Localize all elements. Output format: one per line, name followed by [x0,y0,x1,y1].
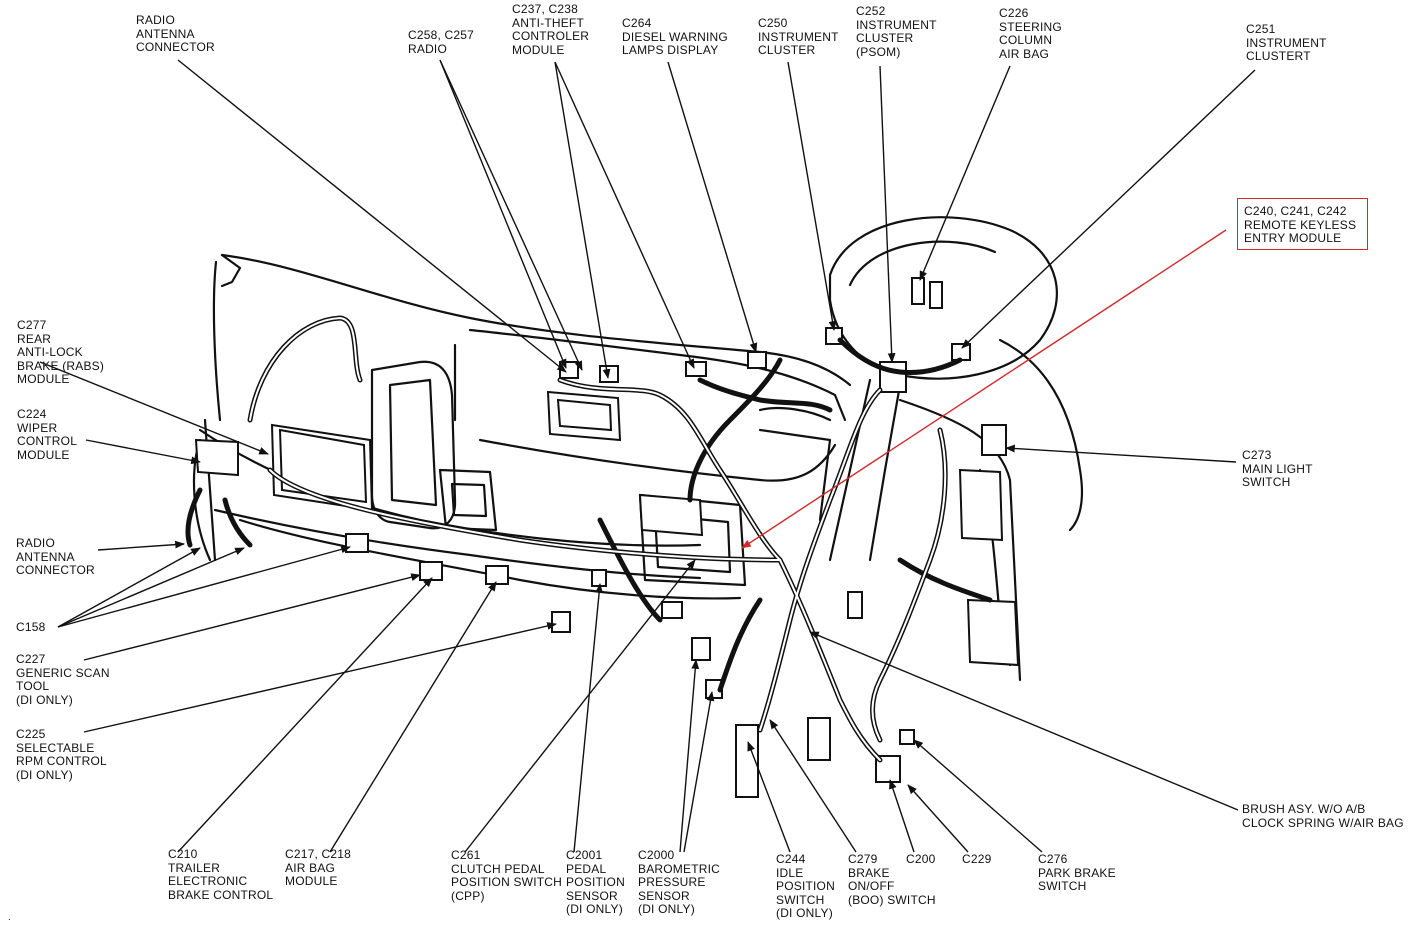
label-radio-antenna-top: RADIO ANTENNA CONNECTOR [136,13,215,54]
label-c210-trailer: C210 TRAILER ELECTRONIC BRAKE CONTROL [168,847,274,902]
label-c258-c257-radio: C258, C257 RADIO [408,28,475,56]
label-c2001-pedal-position: C2001 PEDAL POSITION SENSOR (DI ONLY) [566,848,625,916]
svg-text:.: . [8,912,11,923]
label-c229: C229 [962,852,992,866]
dashboard-outline [192,216,1084,682]
label-c158: C158 [16,620,46,634]
label-c277-rabs: C277 REAR ANTI-LOCK BRAKE (RABS) MODULE [17,318,105,386]
label-c244-idle-position: C244 IDLE POSITION SWITCH (DI ONLY) [776,852,835,920]
label-c226-steering-column: C226 STEERING COLUMN AIR BAG [999,6,1062,61]
label-radio-antenna-left: RADIO ANTENNA CONNECTOR [16,536,95,577]
label-c200: C200 [906,852,936,866]
leader-lines [39,59,1256,853]
label-c276-park-brake: C276 PARK BRAKE SWITCH [1038,852,1116,893]
label-c217-c218-air-bag: C217, C218 AIR BAG MODULE [285,847,352,888]
label-c227-scan-tool: C227 GENERIC SCAN TOOL (DI ONLY) [16,652,110,707]
wiring-harness-inner [249,316,947,761]
label-c250-instrument-cluster: C250 INSTRUMENT CLUSTER [758,16,839,57]
label-c279-brake-switch: C279 BRAKE ON/OFF (BOO) SWITCH [848,852,936,907]
highlight-box [1237,198,1368,250]
label-brush-assy: BRUSH ASY. W/O A/B CLOCK SPRING W/AIR BA… [1242,802,1404,830]
label-c224-wiper: C224 WIPER CONTROL MODULE [17,407,78,462]
label-c273-main-light: C273 MAIN LIGHT SWITCH [1242,448,1313,489]
label-c240-remote-keyless: C240, C241, C242 REMOTE KEYLESS ENTRY MO… [1244,204,1357,245]
label-c264-diesel-warning: C264 DIESEL WARNING LAMPS DISPLAY [622,16,728,57]
label-c225-rpm-control: C225 SELECTABLE RPM CONTROL (DI ONLY) [16,727,107,782]
label-c251-instrument-cluster: C251 INSTRUMENT CLUSTERT [1246,22,1327,63]
label-c261-clutch-pedal: C261 CLUTCH PEDAL POSITION SWITCH (CPP) [451,848,562,903]
label-c237-c238-anti-theft: C237, C238 ANTI-THEFT CONTROLER MODULE [512,2,590,57]
label-c2000-barometric: C2000 BAROMETRIC PRESSURE SENSOR (DI ONL… [638,848,721,916]
label-c252-instrument-cluster-psom: C252 INSTRUMENT CLUSTER (PSOM) [856,4,937,59]
remote-keyless-leader [741,229,1227,549]
